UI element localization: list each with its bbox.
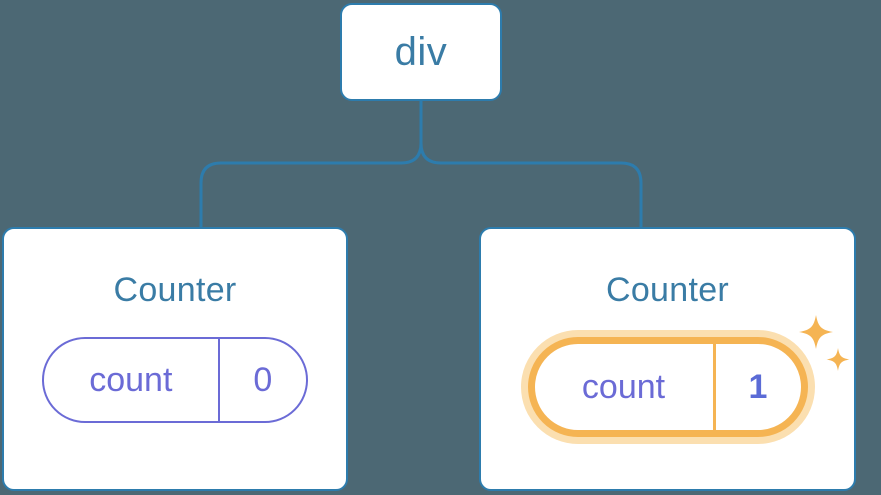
node-counter-left[interactable]: Counter count 0 <box>2 227 348 491</box>
node-counter-left-title: Counter <box>113 271 237 309</box>
state-pill-left[interactable]: count 0 <box>42 337 308 423</box>
state-pill-wrap-left: count 0 <box>42 337 308 423</box>
state-value-left: 0 <box>253 361 273 399</box>
state-pill-right[interactable]: count 1 <box>527 337 808 437</box>
state-key-left: count <box>44 339 220 421</box>
sparkle-icon-large <box>798 315 833 349</box>
node-div[interactable]: div <box>340 3 502 101</box>
node-counter-right-title: Counter <box>605 271 730 309</box>
state-value-right: 1 <box>748 368 768 406</box>
connector-to-right-counter <box>419 101 643 227</box>
connector-to-left-counter <box>199 101 423 227</box>
node-counter-right[interactable]: Counter count 1 <box>479 227 856 491</box>
state-pill-wrap-right: count 1 <box>527 315 849 437</box>
sparkle-icon-small <box>826 348 849 371</box>
node-div-label: div <box>394 30 448 74</box>
state-key-right: count <box>535 344 716 430</box>
